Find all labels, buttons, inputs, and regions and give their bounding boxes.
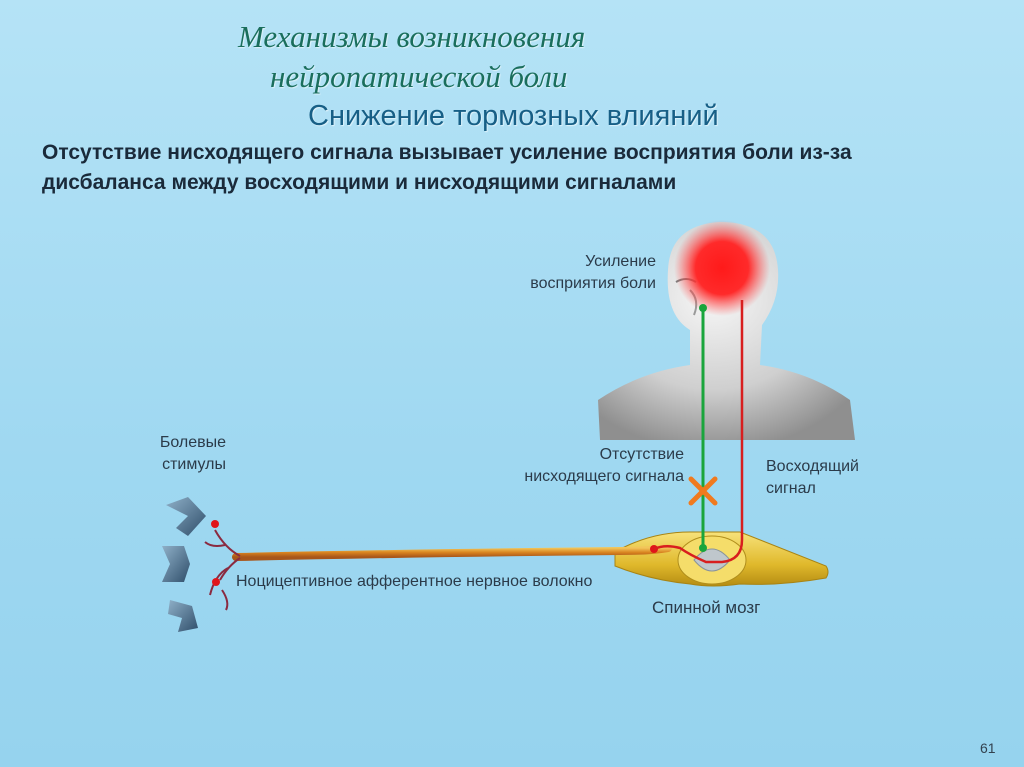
label-afferent-fiber: Ноцицептивное афферентное нервное волокн… xyxy=(236,573,593,590)
lead-statement: Отсутствие нисходящего сигнала вызывает … xyxy=(42,141,852,194)
page-number: 61 xyxy=(980,740,996,756)
afferent-fiber xyxy=(232,544,672,561)
label-pain-stimuli: Болевые стимулы xyxy=(159,434,226,473)
label-ascending-signal: Восходящий сигнал xyxy=(766,458,859,497)
label-spinal-cord: Спинной мозг xyxy=(652,598,761,617)
receptor-dot xyxy=(212,578,220,586)
label-absent-descending: Отсутствие нисходящего сигнала xyxy=(524,446,684,485)
label-pain-perception: Усиление восприятия боли xyxy=(530,253,656,292)
nerve-endings-icon xyxy=(204,529,241,611)
arrow-chevron-icon xyxy=(162,497,206,632)
head-bust-icon xyxy=(598,220,855,440)
slide-subtitle: Снижение тормозных влияний xyxy=(308,100,719,132)
slide-title-line-2: нейропатической боли xyxy=(270,59,568,94)
slide-title-line-1: Механизмы возникновения xyxy=(238,19,586,54)
pain-focus-icon xyxy=(674,220,770,316)
ascending-path xyxy=(653,300,744,564)
block-cross-icon xyxy=(688,476,718,506)
receptor-dot xyxy=(211,520,219,528)
